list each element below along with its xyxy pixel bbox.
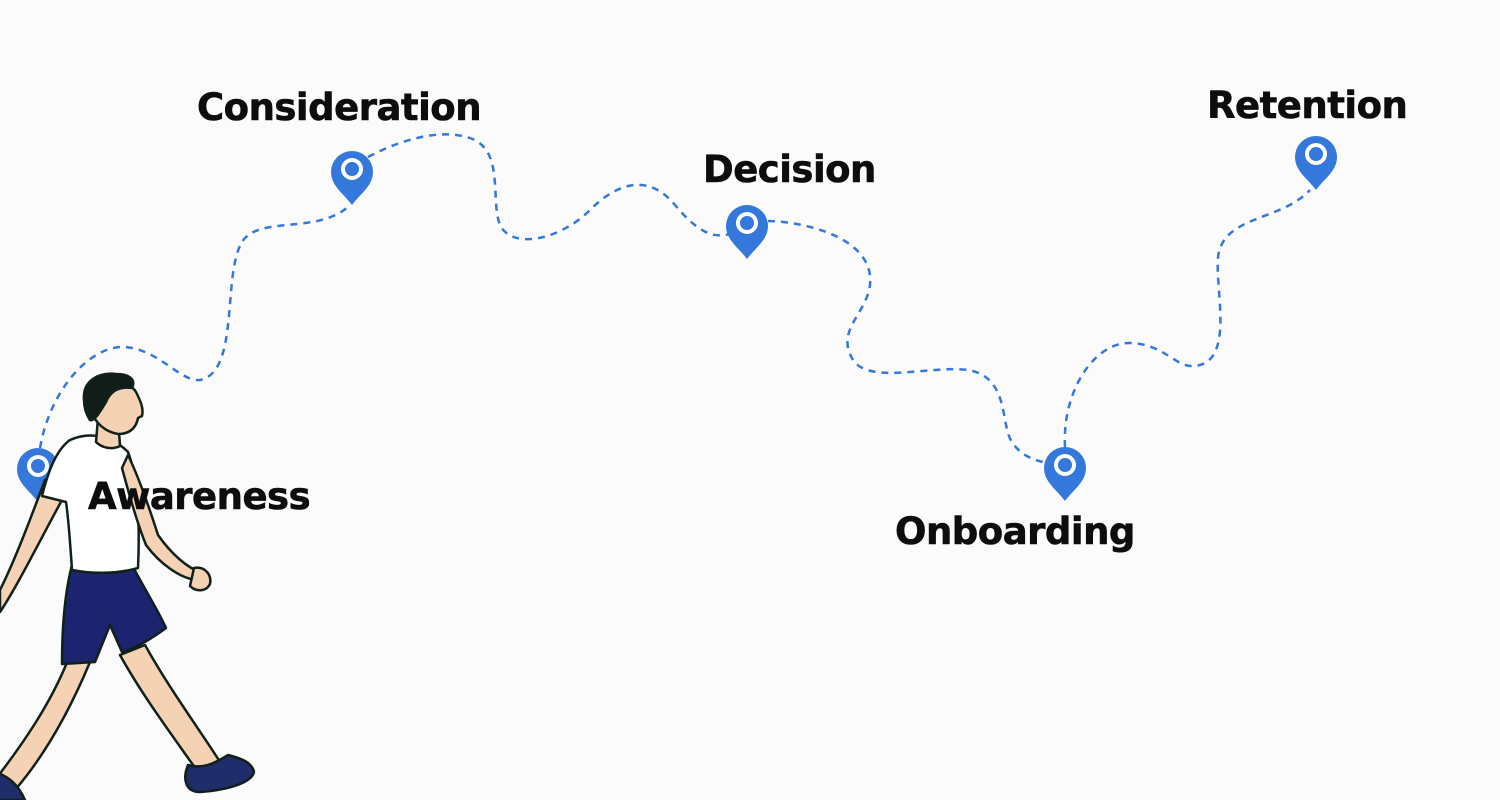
map-pin-icon <box>726 205 768 259</box>
stage-label-awareness: Awareness <box>88 475 311 518</box>
shorts <box>60 563 168 666</box>
journey-path <box>38 204 351 449</box>
stage-label-consideration: Consideration <box>197 86 482 129</box>
front-leg <box>118 643 224 774</box>
walking-person-illustration <box>0 372 256 800</box>
journey-path <box>1063 189 1311 448</box>
back-leg <box>0 658 92 792</box>
journey-path <box>767 219 1051 465</box>
back-shoe <box>0 772 27 800</box>
stage-label-decision: Decision <box>703 148 877 191</box>
journey-path <box>367 133 731 241</box>
hand <box>188 566 212 592</box>
stage-label-onboarding: Onboarding <box>895 510 1136 553</box>
back-arm <box>0 478 64 614</box>
front-shoe <box>184 753 256 794</box>
map-pin-icon <box>1295 136 1337 190</box>
hair <box>82 372 135 422</box>
map-pin-icon <box>1044 447 1086 501</box>
map-pin-icon <box>331 151 373 205</box>
stage-label-retention: Retention <box>1207 84 1408 127</box>
shirt <box>40 434 140 575</box>
